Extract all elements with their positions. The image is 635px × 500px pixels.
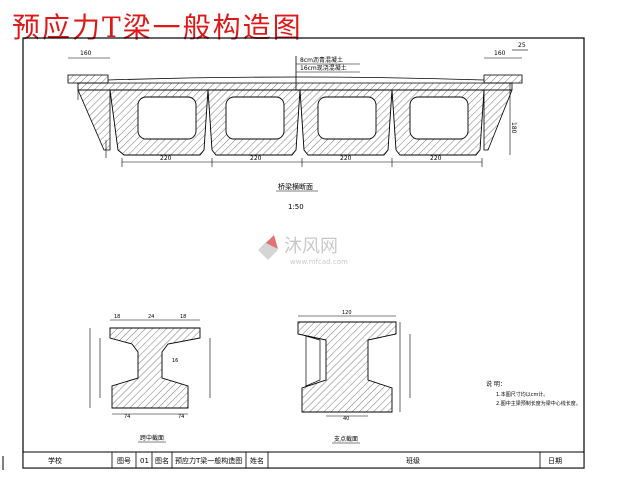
girder-4 <box>391 89 485 156</box>
tb-drawing-name-label: 图名 <box>155 456 169 465</box>
tb-drawing-name: 预应力T梁一般构造图 <box>175 456 242 465</box>
dim-left: 160 <box>80 50 92 57</box>
dim-top-right: 25 <box>518 42 526 49</box>
tb-drawing-no-label: 图号 <box>117 457 131 465</box>
mid-dim-flange: 18 <box>180 314 186 320</box>
notes: 说 明： 1.本图尺寸均以cm计。 2.图中主梁预制长度为梁中心线长度。 <box>486 380 581 407</box>
support-section: 120 40 支点截面 <box>297 310 411 444</box>
layer-note-2: 16cm现浇混凝土 <box>300 64 347 72</box>
mid-span-section: 18 24 18 16 74 74 跨中截面 <box>89 314 211 443</box>
dim-right: 160 <box>494 50 506 57</box>
spacing-2: 220 <box>250 155 262 162</box>
spacing-3: 220 <box>340 155 352 162</box>
watermark: 沐风网 www.mfcad.com <box>258 235 348 266</box>
t-beam-support <box>297 321 397 413</box>
right-wing <box>483 89 513 151</box>
mid-dim-bottom-right: 74 <box>178 414 184 420</box>
deck-cap <box>107 76 485 81</box>
support-dim-top: 120 <box>342 310 352 316</box>
note-1: 1.本图尺寸均以cm计。 <box>496 391 548 398</box>
t-beam-mid <box>109 327 201 409</box>
notes-heading: 说 明： <box>486 380 506 388</box>
dim-height: 180 <box>510 122 517 134</box>
tb-school: 学校 <box>48 456 62 465</box>
right-railing <box>483 74 523 84</box>
section-title: 桥梁横断面 <box>278 182 313 191</box>
girder-2 <box>207 89 301 156</box>
layer-note-1: 8cm沥青混凝土 <box>300 56 343 64</box>
support-section-title: 支点截面 <box>334 435 358 443</box>
deck-slab <box>77 82 513 91</box>
mid-dim-top-left: 18 <box>114 314 120 320</box>
mid-dim-top-mid: 24 <box>148 314 154 320</box>
left-wing <box>77 89 111 151</box>
tb-class-label: 班级 <box>406 456 420 465</box>
tb-date-label: 日期 <box>548 457 562 465</box>
support-dim-bottom: 40 <box>343 416 349 422</box>
title-block: 学校 图号 01 图名 预应力T梁一般构造图 姓名 班级 日期 <box>22 451 585 469</box>
girder-1 <box>109 89 209 156</box>
note-2: 2.图中主梁预制长度为梁中心线长度。 <box>496 400 581 407</box>
scale: 1:50 <box>288 203 304 211</box>
tb-name-label: 姓名 <box>250 456 264 465</box>
tb-drawing-no: 01 <box>140 457 149 465</box>
mid-dim-bottom-left: 74 <box>124 414 130 420</box>
bridge-cross-section: 8cm沥青混凝土 16cm现浇混凝土 160 160 25 180 220 22… <box>67 42 528 211</box>
mid-section-title: 跨中截面 <box>140 434 164 442</box>
left-railing <box>67 74 109 84</box>
watermark-url: www.mfcad.com <box>290 258 348 266</box>
spacing-4: 220 <box>430 155 442 162</box>
girder-3 <box>299 89 393 156</box>
spacing-1: 220 <box>160 155 172 162</box>
mid-dim-web: 16 <box>172 358 178 364</box>
watermark-text: 沐风网 <box>284 236 338 257</box>
